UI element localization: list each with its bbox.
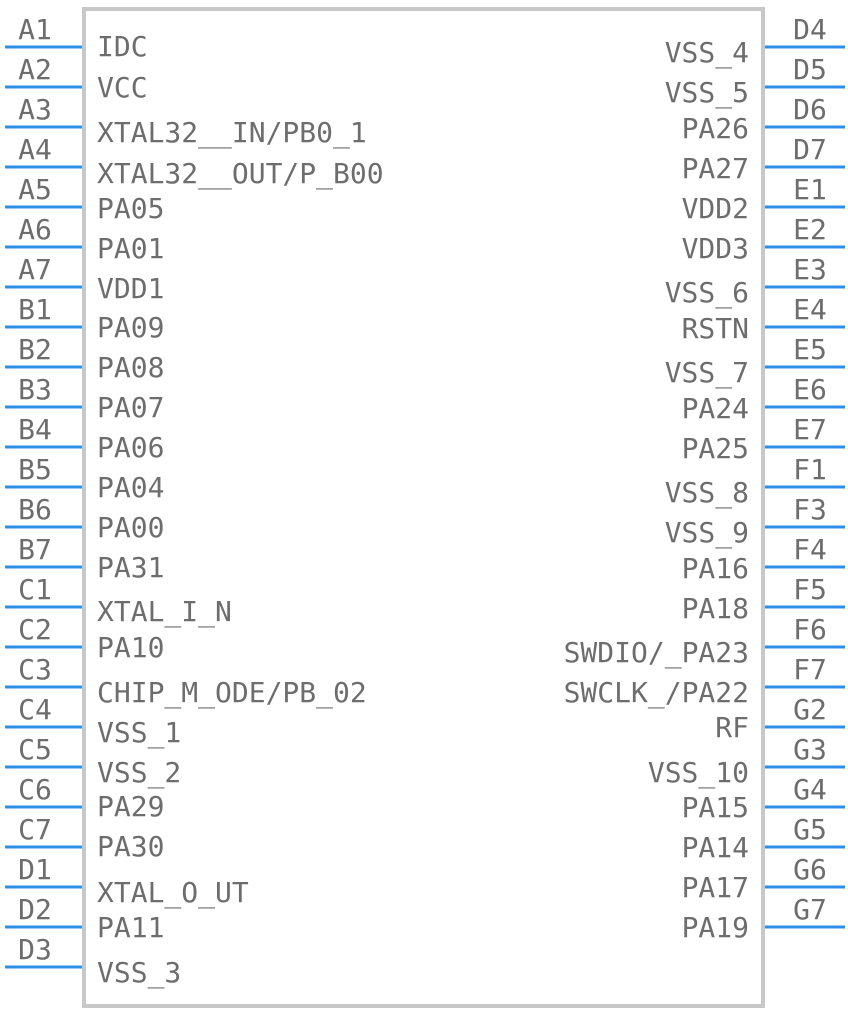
pin-name-a2: VCC [97,71,148,104]
pin-name-e3: VSS_6 [665,276,749,310]
pin-name-b3: PA07 [97,391,164,424]
pin-number-d3: D3 [18,933,52,966]
pin-name-d1: XTAL_O_UT [97,876,249,910]
pin-number-a7: A7 [18,253,52,286]
pin-number-d6: D6 [793,93,827,126]
pin-name-g6: PA17 [682,871,749,904]
pin-number-a2: A2 [18,53,52,86]
pin-name-b4: PA06 [97,431,164,464]
pin-name-b6: PA00 [97,511,164,544]
pin-number-d7: D7 [793,133,827,166]
right-pins: D4VSS_4D5VSS_5D6PA26D7PA27E1VDD2E2VDD3E3… [564,13,845,944]
pin-name-c5: VSS_2 [97,756,181,790]
pin-number-g7: G7 [793,893,827,926]
pin-number-a3: A3 [18,93,52,126]
pin-number-c2: C2 [18,613,52,646]
pin-number-f5: F5 [793,573,827,606]
pin-number-c5: C5 [18,733,52,766]
pin-number-a1: A1 [18,13,52,46]
pin-number-b6: B6 [18,493,52,526]
pin-number-f1: F1 [793,453,827,486]
pin-name-g3: VSS_10 [648,756,749,790]
pin-number-b3: B3 [18,373,52,406]
pin-name-a6: PA01 [97,232,164,265]
pin-name-c6: PA29 [97,790,164,823]
pin-number-c3: C3 [18,653,52,686]
pin-number-d4: D4 [793,13,827,46]
pin-number-g2: G2 [793,693,827,726]
pin-number-a5: A5 [18,173,52,206]
pin-name-e4: RSTN [682,312,749,345]
pin-name-a4: XTAL32__OUT/P_B00 [97,157,384,191]
pin-number-g6: G6 [793,853,827,886]
pin-name-g4: PA15 [682,791,749,824]
pin-name-f4: PA16 [682,552,749,585]
pin-name-e7: PA25 [682,432,749,465]
pin-name-a5: PA05 [97,192,164,225]
pin-number-g5: G5 [793,813,827,846]
pin-number-e7: E7 [793,413,827,446]
pin-number-d5: D5 [793,53,827,86]
pin-name-f6: SWDIO/_PA23 [564,636,749,670]
pin-name-a3: XTAL32__IN/PB0_1 [97,116,367,150]
pin-number-d2: D2 [18,893,52,926]
pin-number-f4: F4 [793,533,827,566]
pin-name-b2: PA08 [97,351,164,384]
pin-name-b1: PA09 [97,311,164,344]
pin-name-d6: PA26 [682,112,749,145]
pin-name-d2: PA11 [97,911,164,944]
pin-name-e6: PA24 [682,392,749,425]
pin-name-g2: RF [715,711,749,744]
pin-number-b7: B7 [18,533,52,566]
pin-number-c7: C7 [18,813,52,846]
pin-number-e6: E6 [793,373,827,406]
pin-name-b7: PA31 [97,551,164,584]
pin-number-c1: C1 [18,573,52,606]
pin-number-c4: C4 [18,693,52,726]
pin-name-d7: PA27 [682,152,749,185]
pin-number-b5: B5 [18,453,52,486]
pin-name-c1: XTAL_I_N [97,595,232,629]
pin-name-f3: VSS_9 [665,516,749,550]
pin-number-e2: E2 [793,213,827,246]
pin-name-c2: PA10 [97,631,164,664]
component-body [82,7,765,1008]
pin-name-d5: VSS_5 [665,76,749,110]
pin-name-e2: VDD3 [682,232,749,265]
pin-name-d3: VSS_3 [97,956,181,990]
pin-number-f3: F3 [793,493,827,526]
pin-name-a7: VDD1 [97,272,164,305]
pin-number-c6: C6 [18,773,52,806]
pin-name-c3: CHIP_M_ODE/PB_02 [97,676,367,710]
pin-name-e5: VSS_7 [665,356,749,390]
pin-name-c7: PA30 [97,830,164,863]
pin-number-a6: A6 [18,213,52,246]
pin-number-e4: E4 [793,293,827,326]
pin-name-d4: VSS_4 [665,36,749,70]
pin-name-a1: IDC [97,30,148,63]
pin-number-a4: A4 [18,133,52,166]
pin-number-b2: B2 [18,333,52,366]
pin-number-e5: E5 [793,333,827,366]
pin-number-d1: D1 [18,853,52,886]
pin-name-f1: VSS_8 [665,476,749,510]
pin-number-g3: G3 [793,733,827,766]
pin-name-e1: VDD2 [682,192,749,225]
pin-number-g4: G4 [793,773,827,806]
pin-number-f7: F7 [793,653,827,686]
pin-name-f5: PA18 [682,592,749,625]
pin-number-e3: E3 [793,253,827,286]
pin-number-f6: F6 [793,613,827,646]
pin-number-b4: B4 [18,413,52,446]
pin-name-f7: SWCLK_/PA22 [564,676,749,710]
pin-name-b5: PA04 [97,471,164,504]
pin-number-e1: E1 [793,173,827,206]
pin-name-g7: PA19 [682,911,749,944]
pin-name-g5: PA14 [682,831,749,864]
pin-number-b1: B1 [18,293,52,326]
pin-name-c4: VSS_1 [97,716,181,750]
